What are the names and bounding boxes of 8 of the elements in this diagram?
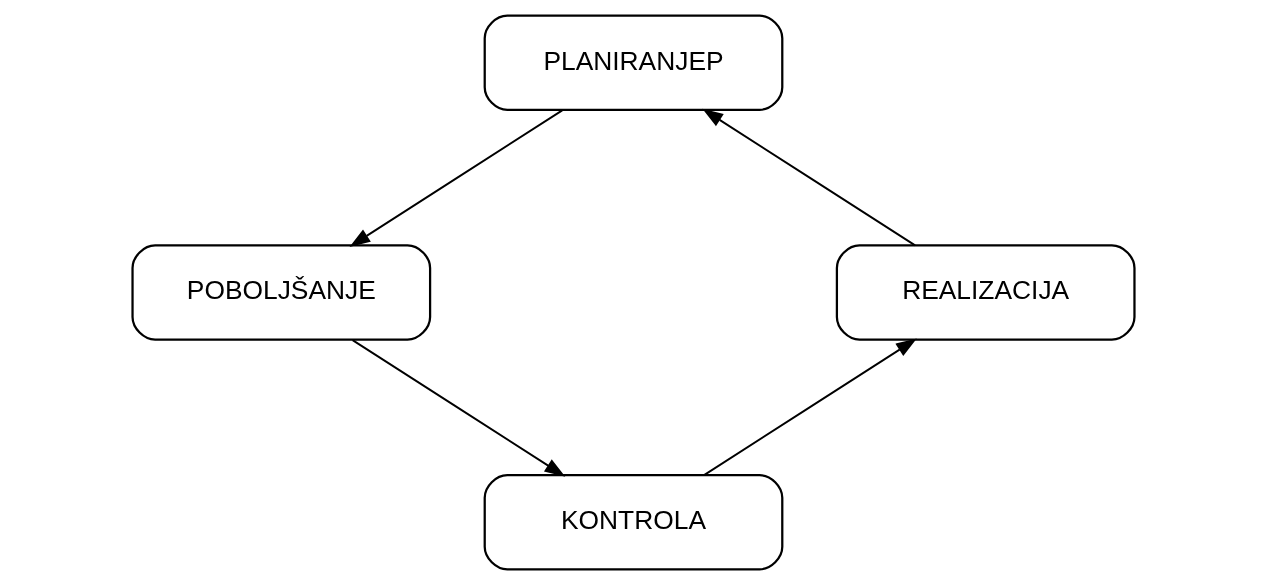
node-box: KONTROLA — [483, 474, 783, 571]
node-box: REALIZACIJA — [835, 244, 1136, 341]
node-box: PLANIRANJEP — [483, 14, 783, 111]
arrow — [351, 339, 565, 477]
arrow — [349, 109, 563, 247]
arrow — [702, 338, 917, 477]
arrow — [701, 108, 916, 247]
node-box: POBOLJŠANJE — [130, 244, 431, 341]
